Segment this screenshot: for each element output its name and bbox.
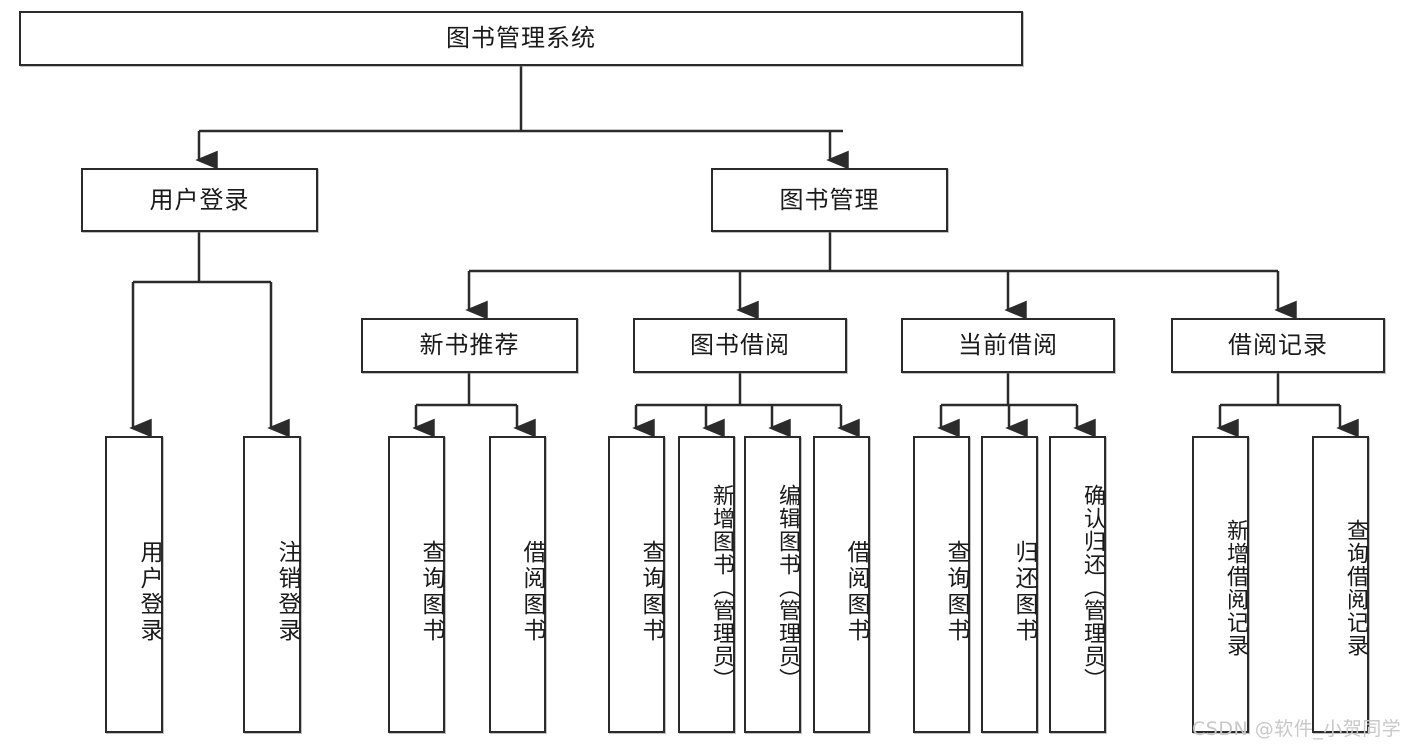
leaf-borrow-add-book-admin[interactable]: 新增图书（管理员） xyxy=(678,436,735,733)
node-user-login-label: 用户登录 xyxy=(149,185,250,214)
leaf-record-query-record[interactable]: 查询借阅记录 xyxy=(1312,436,1369,733)
node-borrow-record-label: 借阅记录 xyxy=(1228,331,1328,360)
node-new-book-recommend-label: 新书推荐 xyxy=(419,331,520,360)
node-user-login[interactable]: 用户登录 xyxy=(81,168,318,232)
leaf-label: 查询图书 xyxy=(943,539,969,644)
leaf-current-return-book[interactable]: 归还图书 xyxy=(981,436,1038,733)
node-root-label: 图书管理系统 xyxy=(446,24,596,53)
node-book-borrow-label: 图书借阅 xyxy=(690,331,790,360)
leaf-label: 借阅图书 xyxy=(843,539,869,644)
leaf-label: 用户登录 xyxy=(136,539,162,644)
leaf-label: 新增借阅记录 xyxy=(1223,518,1248,657)
leaf-label: 借阅图书 xyxy=(519,539,545,644)
leaf-label: 归还图书 xyxy=(1011,539,1037,644)
leaf-label: 编辑图书（管理员） xyxy=(775,484,800,691)
leaf-new-book-query[interactable]: 查询图书 xyxy=(388,436,445,733)
leaf-label: 查询图书 xyxy=(638,539,664,644)
leaf-current-confirm-return-admin[interactable]: 确认归还（管理员） xyxy=(1049,436,1106,733)
node-book-borrow[interactable]: 图书借阅 xyxy=(633,318,847,373)
leaf-user-login-logout[interactable]: 注销登录 xyxy=(243,436,301,733)
leaf-label: 新增图书（管理员） xyxy=(709,484,734,691)
leaf-label: 查询借阅记录 xyxy=(1343,518,1368,657)
leaf-label: 注销登录 xyxy=(274,539,300,644)
leaf-label: 查询图书 xyxy=(418,539,444,644)
node-new-book-recommend[interactable]: 新书推荐 xyxy=(361,318,578,373)
node-book-management-label: 图书管理 xyxy=(779,185,880,214)
leaf-borrow-edit-book-admin[interactable]: 编辑图书（管理员） xyxy=(744,436,801,733)
leaf-current-query-book[interactable]: 查询图书 xyxy=(913,436,970,733)
leaf-borrow-borrow-book[interactable]: 借阅图书 xyxy=(813,436,870,733)
leaf-new-book-borrow[interactable]: 借阅图书 xyxy=(489,436,546,733)
node-borrow-record[interactable]: 借阅记录 xyxy=(1171,318,1385,373)
node-book-management[interactable]: 图书管理 xyxy=(711,168,948,232)
leaf-record-add-record[interactable]: 新增借阅记录 xyxy=(1192,436,1249,733)
csdn-watermark: CSDN @软件_小贺同学 xyxy=(1192,718,1402,740)
node-root[interactable]: 图书管理系统 xyxy=(19,11,1023,66)
leaf-borrow-query-book[interactable]: 查询图书 xyxy=(608,436,665,733)
leaf-label: 确认归还（管理员） xyxy=(1080,484,1105,691)
node-current-borrow[interactable]: 当前借阅 xyxy=(901,318,1115,373)
leaf-user-login-login[interactable]: 用户登录 xyxy=(105,436,163,733)
node-current-borrow-label: 当前借阅 xyxy=(958,331,1058,360)
